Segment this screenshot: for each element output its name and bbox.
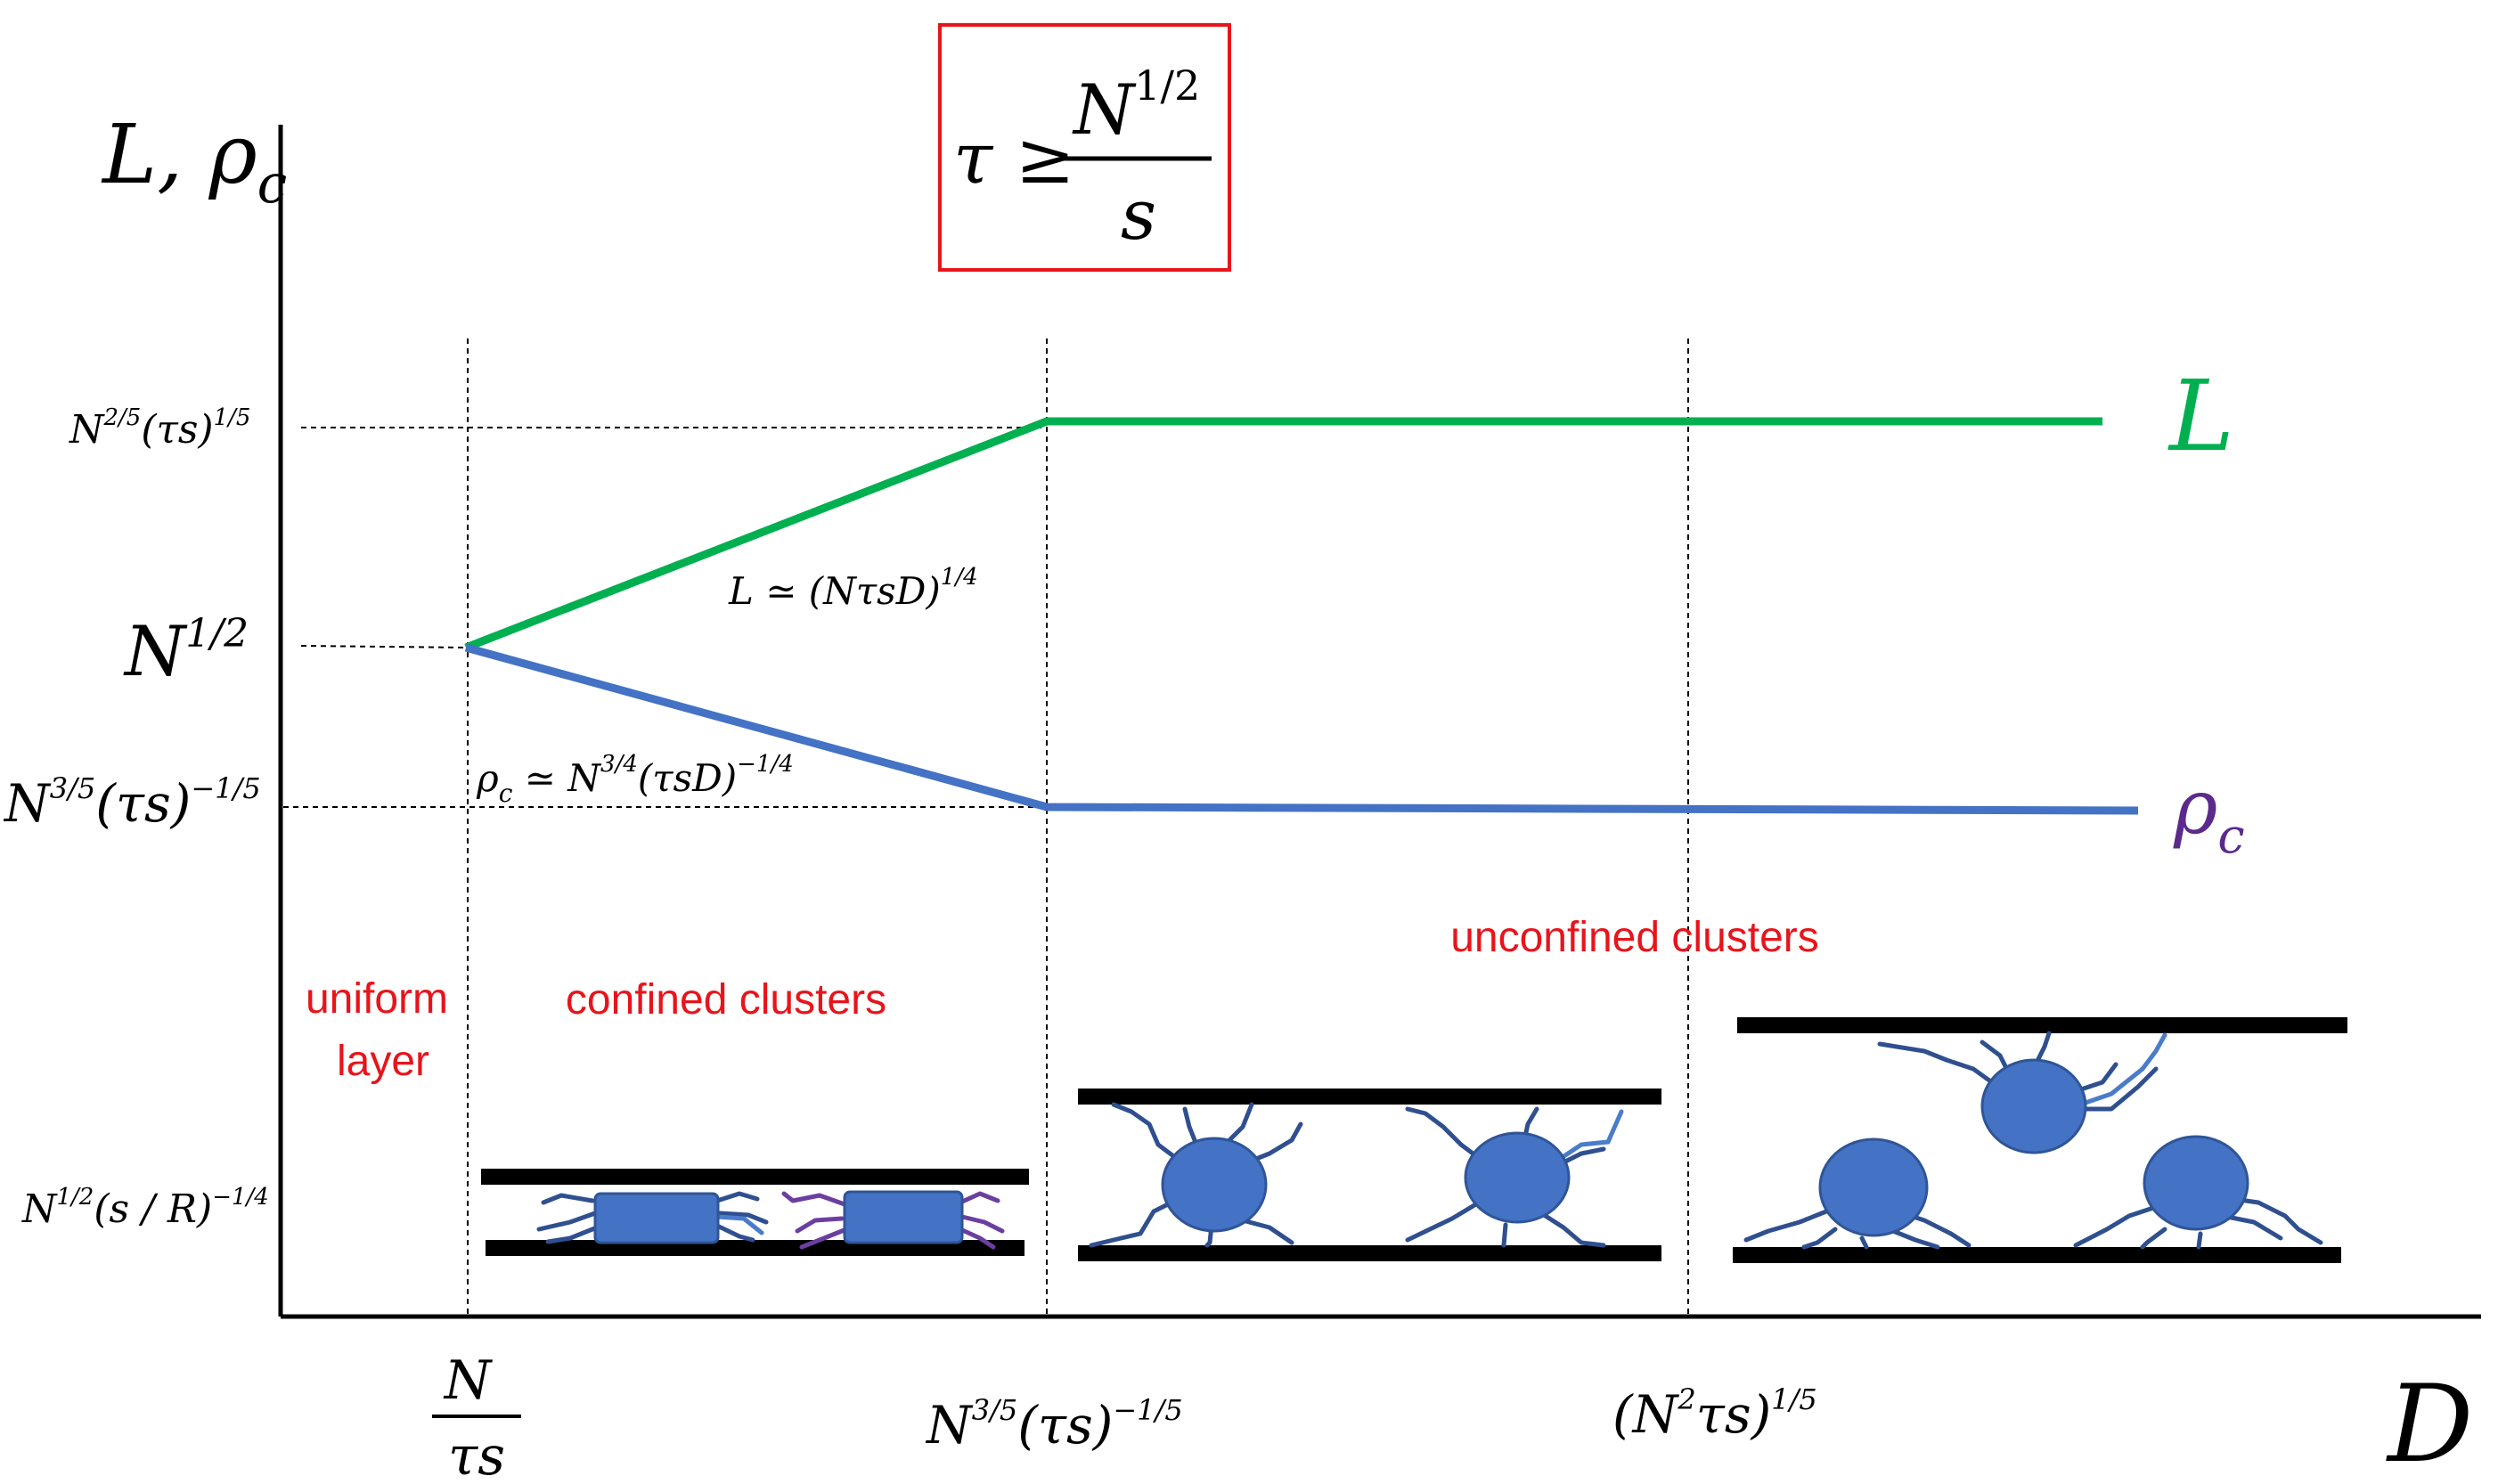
y-tick-1: N2/5(τs)1/5	[69, 404, 250, 453]
confined-arm-light	[714, 1214, 764, 1235]
right-bottom-plate	[1733, 1247, 2341, 1263]
x-tick-1-numerator: N	[443, 1349, 494, 1412]
right-bottom-cluster-2	[2143, 1135, 2249, 1231]
region-confined: confined clusters	[566, 976, 886, 1023]
middle-cluster-1	[1161, 1137, 1268, 1233]
x-tick-3: (N2τs)1/5	[1612, 1382, 1817, 1445]
middle-cluster-2-arms	[1405, 1106, 1606, 1248]
condition-lhs: τ ≥	[953, 117, 1075, 200]
condition-box: τ ≥ N1/2 s	[938, 23, 1231, 272]
region-uniform-line1: uniform	[306, 975, 448, 1023]
x-tick-2: N3/5(τs)−1/5	[925, 1393, 1183, 1455]
y-tick-4: N1/2(s / R)−1/4	[21, 1184, 269, 1232]
confined-arms-1-right	[714, 1191, 769, 1243]
confined-arms-1-left	[536, 1193, 600, 1244]
right-top-plate	[1737, 1017, 2347, 1033]
confined-arms-2-left	[781, 1191, 849, 1250]
middle-cluster-1-arms	[1089, 1102, 1303, 1248]
x-axis-label: D	[2386, 1363, 2473, 1484]
curve-rho	[464, 643, 2139, 815]
L-formula: L ≃ (NτsD)1/4	[728, 564, 978, 613]
region-unconfined: unconfined clusters	[1450, 914, 1819, 961]
curve-L-label: L	[2167, 359, 2234, 473]
middle-arm-light	[1552, 1109, 1624, 1165]
right-top-cluster	[1980, 1058, 2087, 1154]
confined-arms-2-right	[958, 1191, 1005, 1250]
region-uniform-line2: layer	[337, 1038, 429, 1085]
guide-y2	[300, 645, 469, 648]
right-bottom-cluster-1	[1818, 1137, 1929, 1237]
curve-rho-label: ρc	[2173, 763, 2245, 864]
rho-formula: ρc ≃ N3/4(τsD)−1/4	[476, 751, 794, 808]
middle-bottom-plate	[1078, 1245, 1661, 1261]
condition-box-frame	[938, 23, 1231, 272]
middle-top-plate	[1078, 1089, 1661, 1105]
right-top-cluster-arms	[1877, 1031, 2159, 1112]
illustration-confined-clusters	[481, 1169, 1029, 1256]
right-top-arm-light	[2078, 1032, 2167, 1107]
right-bottom-cluster-2-arms	[2073, 1195, 2323, 1250]
middle-cluster-2	[1464, 1131, 1571, 1224]
y-tick-2: N1/2	[123, 611, 249, 692]
condition-numerator: N1/2	[1072, 61, 1200, 151]
condition-denominator: s	[1121, 175, 1156, 256]
x-tick-1-denominator: τs	[448, 1425, 505, 1484]
y-tick-3: N3/5(τs)−1/5	[3, 771, 261, 834]
confined-top-plate	[481, 1169, 1029, 1185]
curve-L	[464, 417, 2102, 652]
illustration-unconfined-middle	[1078, 1089, 1661, 1261]
right-bottom-cluster-1-arms	[1743, 1209, 1971, 1250]
y-axis-label: L, ρc	[101, 107, 287, 216]
confined-cluster-1	[593, 1192, 720, 1244]
confined-cluster-2	[843, 1190, 964, 1244]
illustration-unconfined-right	[1733, 1017, 2347, 1263]
